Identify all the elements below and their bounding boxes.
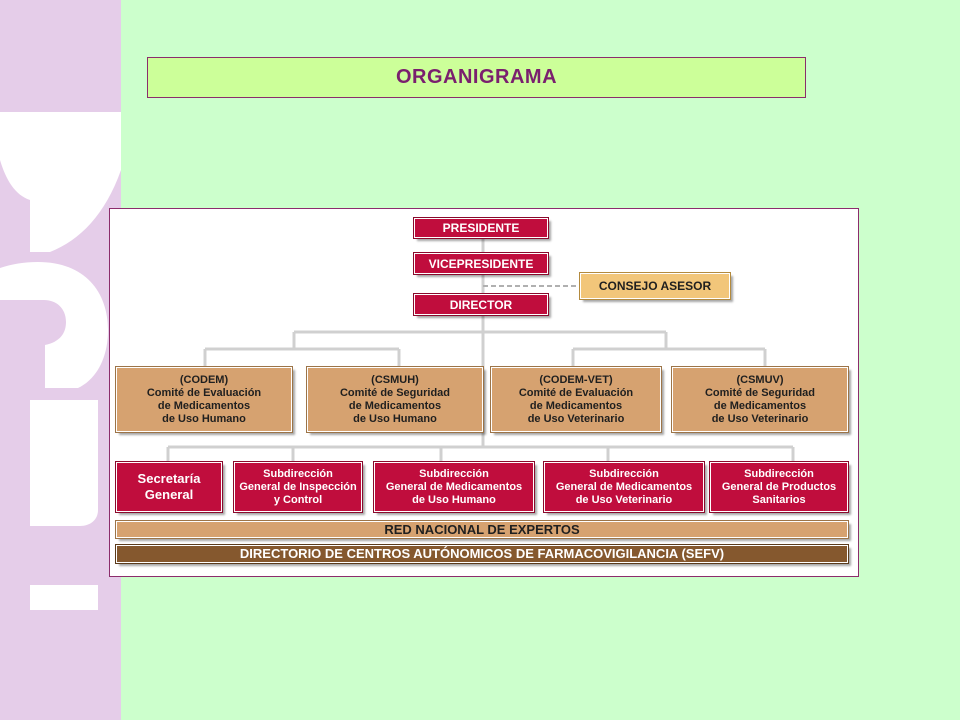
unit-veterinary-medicines-box: Subdirección General de Medicamentos de … xyxy=(543,461,705,513)
unit-health-products-box: Subdirección General de Productos Sanita… xyxy=(709,461,849,513)
president-box: PRESIDENTE xyxy=(413,217,549,239)
unit-human-medicines-box: Subdirección General de Medicamentos de … xyxy=(373,461,535,513)
agency-logo-icon xyxy=(0,112,121,610)
committee-codem-vet-box: (CODEM-VET) Comité de Evaluación de Medi… xyxy=(490,366,662,433)
sidebar-panel xyxy=(0,0,121,720)
org-chart-connectors xyxy=(166,239,795,462)
committee-codem-box: (CODEM) Comité de Evaluación de Medicame… xyxy=(115,366,293,433)
committee-csmuv-box: (CSMUV) Comité de Seguridad de Medicamen… xyxy=(671,366,849,433)
vicepresident-box: VICEPRESIDENTE xyxy=(413,252,549,275)
experts-network-bar: RED NACIONAL DE EXPERTOS xyxy=(115,520,849,539)
director-box: DIRECTOR xyxy=(413,293,549,316)
org-chart: PRESIDENTE VICEPRESIDENTE DIRECTOR CONSE… xyxy=(109,208,859,577)
advisory-council-box: CONSEJO ASESOR xyxy=(579,272,731,300)
committee-csmuh-box: (CSMUH) Comité de Seguridad de Medicamen… xyxy=(306,366,484,433)
unit-inspection-control-box: Subdirección General de Inspección y Con… xyxy=(233,461,363,513)
unit-general-secretariat-box: Secretaría General xyxy=(115,461,223,513)
page-title: ORGANIGRAMA xyxy=(147,57,806,98)
pharmacovigilance-directory-bar: DIRECTORIO DE CENTROS AUTÓNOMICOS DE FAR… xyxy=(115,544,849,564)
